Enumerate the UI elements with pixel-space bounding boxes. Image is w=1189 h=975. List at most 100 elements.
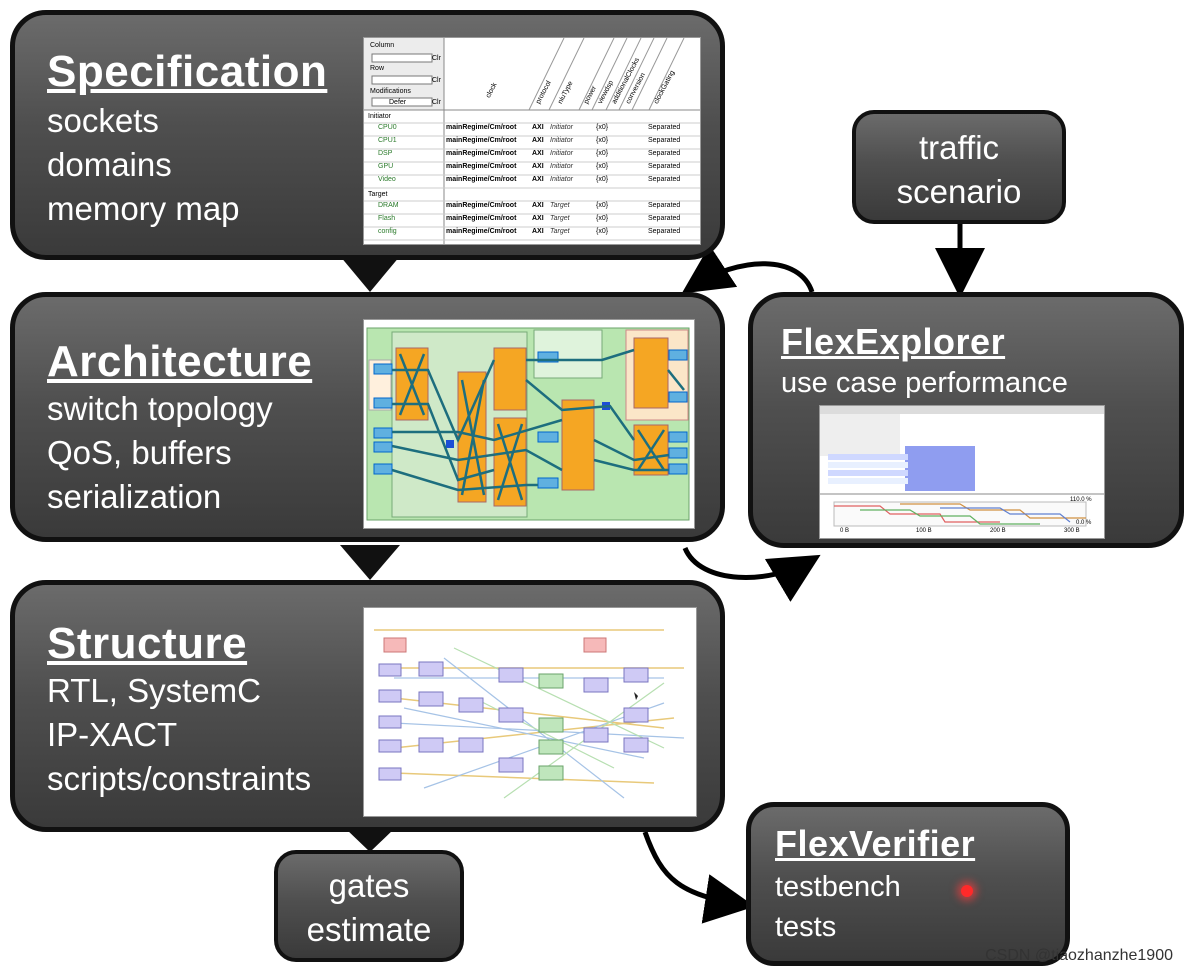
gates-estimate-text: gates estimate [278,864,460,952]
structure-item: IP-XACT [47,716,178,753]
structure-to-flexverifier-arrow [642,831,755,924]
spec-cell-clock: mainRegime/Cm/root [446,124,517,131]
watermark: CSDN @tiaozhanzhe1900 [985,947,1173,964]
spec-cell-val: {x0} [596,137,609,144]
spec-cell-conv: Separated [648,176,681,183]
spec-cell-niuType: Initiator [550,163,573,170]
column-label: Column [370,42,395,49]
architecture-to-flexexplorer-arrow [682,546,821,602]
spec-cell-name: DRAM [378,202,399,209]
flexexplorer-title: FlexExplorer [781,321,1006,362]
architecture-box: Architecture switch topology QoS, buffer… [10,292,725,542]
pointer-dot [961,885,973,897]
spec-cell-conv: Separated [648,124,681,131]
architecture-title: Architecture [47,337,313,386]
flexverifier-list: testbench tests [775,867,901,947]
gates-line: estimate [306,911,432,948]
spec-cell-name: GPU [378,163,394,170]
spec-cell-niuType: Initiator [550,176,573,183]
structure-box: Structure RTL, SystemC IP-XACT scripts/c… [10,580,725,832]
spec-cell-protocol: AXI [532,163,544,170]
spec-cell-clock: mainRegime/Cm/root [446,176,517,183]
spec-item: sockets [47,102,159,139]
structure-item: scripts/constraints [47,760,312,797]
performance-screenshot: 0 B 100 B 200 B 300 B 110.0 % 0.0 % [819,405,1105,539]
group-initiator: Initiator [368,113,391,120]
spec-cell-conv: Separated [648,202,681,209]
clr-button[interactable]: Clr [432,55,441,62]
spec-cell-val: {x0} [596,124,609,131]
spec-cell-niuType: Initiator [550,150,573,157]
spec-cell-name: Flash [378,215,396,222]
spec-cell-niuType: Initiator [550,124,573,131]
arch-item: switch topology [47,390,273,427]
spec-cell-val: {x0} [596,176,609,183]
noc-topology-diagram [364,320,694,528]
spec-cell-niuType: Target [550,202,570,209]
architecture-list: switch topology QoS, buffers serializati… [47,387,273,519]
spec-cell-conv: Separated [648,228,681,235]
arch-item: serialization [47,478,222,515]
structure-schematic-screenshot [363,607,697,817]
flexverifier-item: tests [775,911,837,943]
flexexplorer-subtitle: use case performance [781,367,1068,399]
flexverifier-item: testbench [775,871,901,903]
spec-item: memory map [47,190,240,227]
traffic-scenario-text: traffic scenario [856,126,1062,214]
spec-cell-protocol: AXI [532,228,544,235]
spec-cell-clock: mainRegime/Cm/root [446,137,517,144]
spec-cell-name: CPU0 [378,124,397,131]
spec-cell-val: {x0} [596,163,609,170]
spec-down-pointer [340,256,400,292]
spec-cell-val: {x0} [596,150,609,157]
spec-cell-clock: mainRegime/Cm/root [446,202,517,209]
axis-tick: 200 B [990,528,1006,534]
spec-cell-name: config [378,228,397,235]
spec-cell-conv: Separated [648,163,681,170]
axis-tick: 300 B [1064,528,1080,534]
specification-title: Specification [47,47,328,96]
spec-cell-niuType: Initiator [550,137,573,144]
spec-cell-niuType: Target [550,228,570,235]
spec-cell-niuType: Target [550,215,570,222]
flexexplorer-box: FlexExplorer use case performance 0 B 10… [748,292,1184,548]
structure-list: RTL, SystemC IP-XACT scripts/constraints [47,669,311,801]
percent-min: 0.0 % [1076,520,1092,526]
spec-cell-conv: Separated [648,137,681,144]
spec-cell-protocol: AXI [532,137,544,144]
spec-cell-val: {x0} [596,202,609,209]
structure-item: RTL, SystemC [47,672,261,709]
architecture-diagram-screenshot [363,319,695,529]
spec-cell-name: CPU1 [378,137,397,144]
performance-chart [820,406,1104,527]
spec-cell-clock: mainRegime/Cm/root [446,163,517,170]
spec-cell-val: {x0} [596,228,609,235]
spec-cell-conv: Separated [648,215,681,222]
specification-list: sockets domains memory map [47,99,240,231]
clr-button[interactable]: Clr [432,99,441,106]
group-target: Target [368,191,388,198]
defer-button[interactable]: Defer [389,99,407,106]
spec-item: domains [47,146,172,183]
spec-cell-clock: mainRegime/Cm/root [446,228,517,235]
flexverifier-title: FlexVerifier [775,823,976,864]
spec-cell-clock: mainRegime/Cm/root [446,150,517,157]
spec-table-screenshot: Column Row Modifications Defer Clr Clr C… [363,37,701,245]
spec-cell-protocol: AXI [532,202,544,209]
rtl-schematic [374,629,685,799]
spec-cell-protocol: AXI [532,215,544,222]
percent-max: 110.0 % [1070,497,1092,503]
row-label: Row [370,65,385,72]
axis-tick: 100 B [916,528,932,534]
gates-estimate-box: gates estimate [274,850,464,962]
spec-cell-clock: mainRegime/Cm/root [446,215,517,222]
spec-cell-protocol: AXI [532,124,544,131]
specification-box: Specification sockets domains memory map [10,10,725,260]
traffic-line: scenario [896,173,1022,210]
clr-button[interactable]: Clr [432,77,441,84]
axis-tick: 0 B [840,528,850,534]
modifications-label: Modifications [370,88,411,95]
structure-title: Structure [47,619,248,668]
traffic-line: traffic [918,129,1000,166]
spec-cell-protocol: AXI [532,176,544,183]
